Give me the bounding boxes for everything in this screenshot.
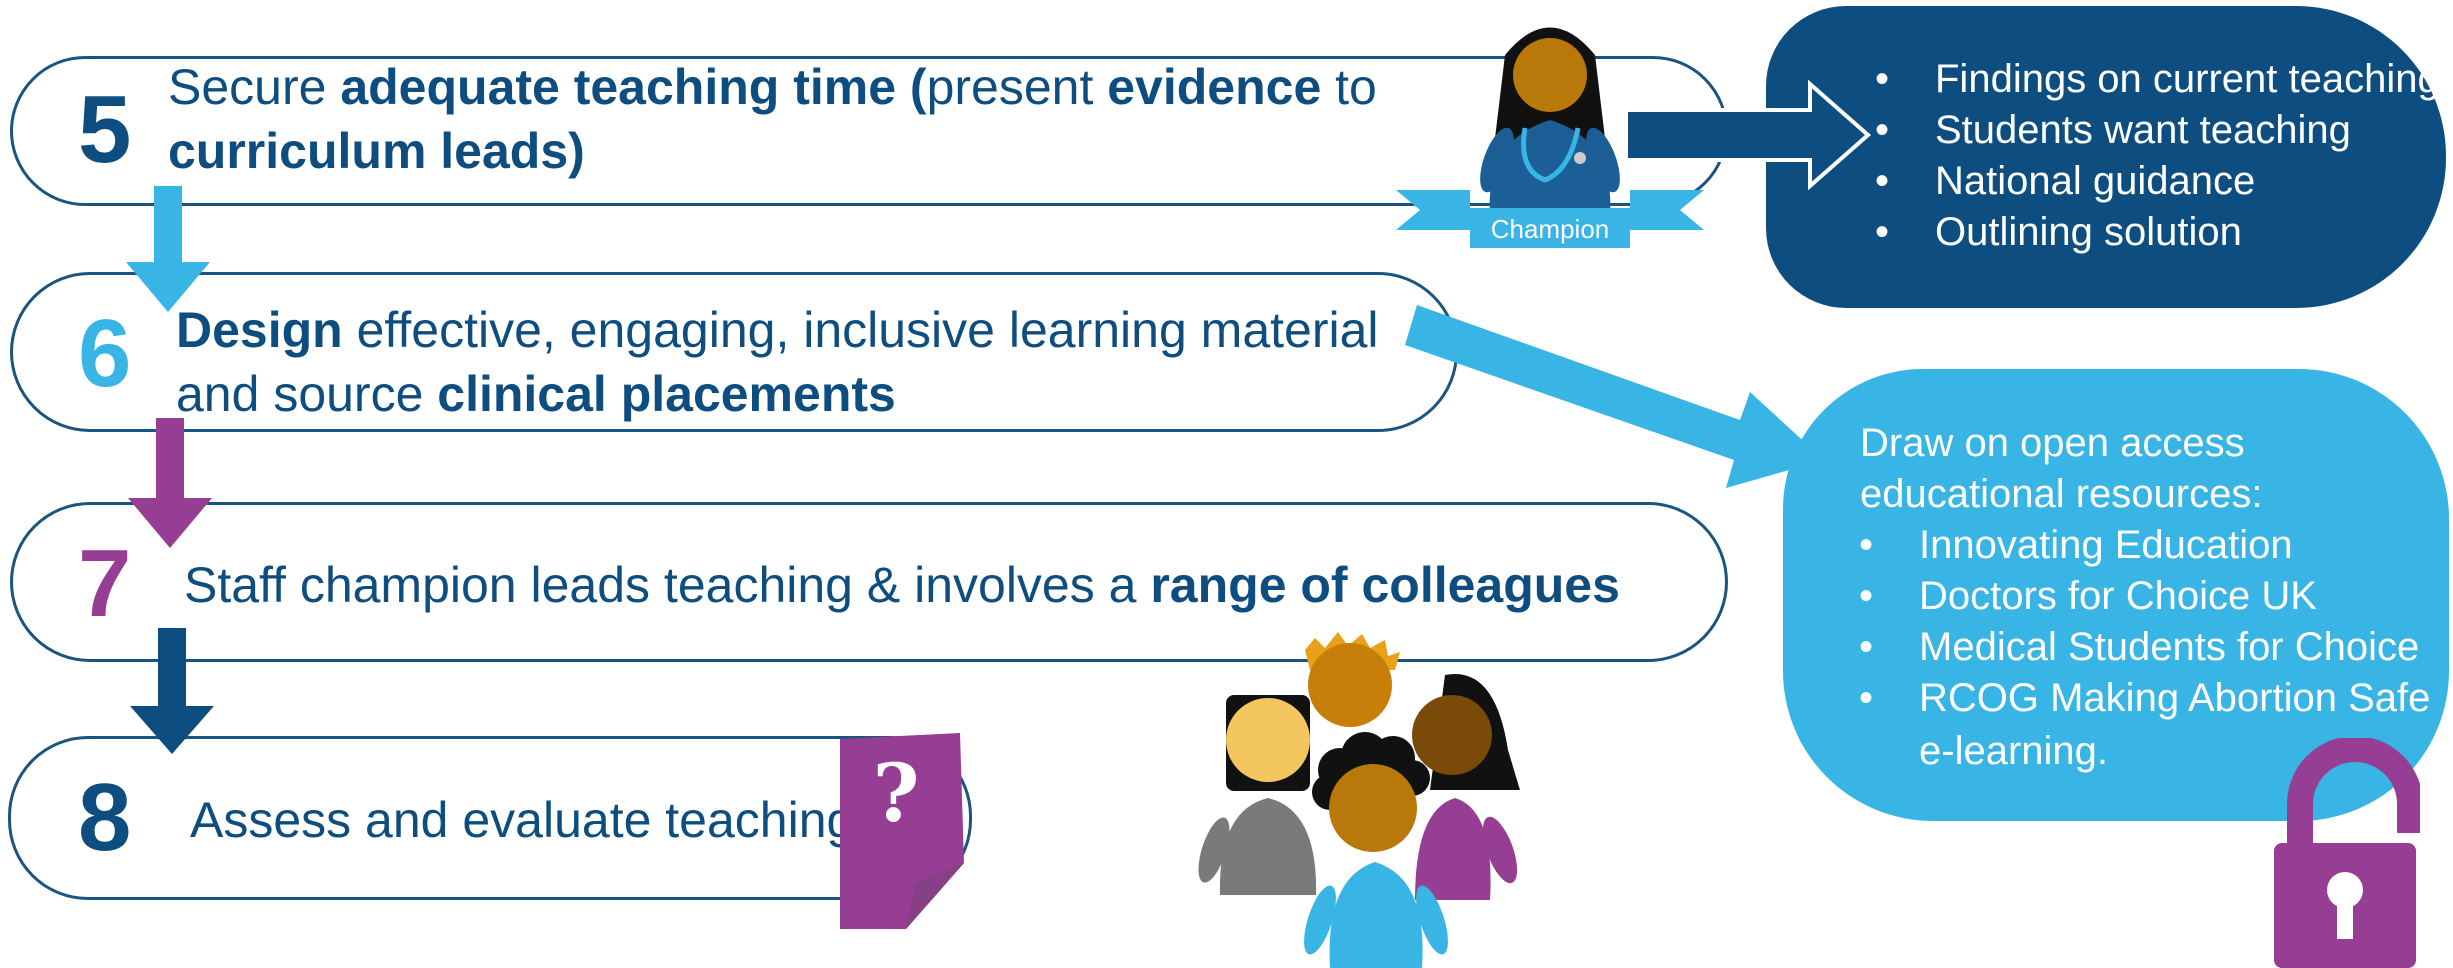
arrow-down-6-7 xyxy=(128,418,212,548)
step-5-text-bold: adequate teaching time ( xyxy=(340,59,927,115)
step-5-number: 5 xyxy=(78,76,132,183)
evidence-item: Findings on current teaching xyxy=(1875,54,2440,105)
evidence-list: Findings on current teaching Students wa… xyxy=(1875,54,2440,258)
resource-item: Medical Students for Choice xyxy=(1859,622,2430,673)
step-7-box xyxy=(10,502,1728,662)
step-8-number: 8 xyxy=(78,764,132,871)
resource-item-continuation: e-learning. xyxy=(1919,729,2109,773)
step-7-number: 7 xyxy=(78,530,132,637)
arrow-down-5-6 xyxy=(126,186,210,312)
resource-item: Innovating Education xyxy=(1859,520,2430,571)
step-6-text-bold: Design xyxy=(176,302,343,358)
open-padlock-icon xyxy=(2274,738,2420,968)
evidence-item: Outlining solution xyxy=(1875,207,2440,258)
step-5-text: Secure adequate teaching time (present e… xyxy=(168,55,1468,183)
evidence-item: Students want teaching xyxy=(1875,105,2440,156)
step-8-text: Assess and evaluate teaching xyxy=(190,788,990,852)
arrow-down-7-8 xyxy=(130,628,214,754)
step-6-number: 6 xyxy=(78,300,132,407)
step-5-box xyxy=(10,56,1728,206)
resources-intro-line: educational resources: xyxy=(1860,472,2263,516)
resources-list: Innovating Education Doctors for Choice … xyxy=(1859,520,2430,724)
step-6-text-part: effective, engaging, inclusive learning … xyxy=(342,302,1379,358)
evidence-item: National guidance xyxy=(1875,156,2440,207)
resources-intro: Draw on open access educational resource… xyxy=(1860,418,2262,520)
champion-label: Champion xyxy=(1490,214,1610,244)
people-group-icon xyxy=(1198,632,1520,968)
step-6-text-part: and source xyxy=(176,366,438,422)
arrow-right-to-evidence xyxy=(1624,80,1872,190)
step-5-text-part: present xyxy=(926,59,1108,115)
champion-figure-icon xyxy=(1396,27,1704,248)
resource-item: Doctors for Choice UK xyxy=(1859,571,2430,622)
step-7-text-bold: range of colleagues xyxy=(1150,557,1620,613)
step-5-text-bold: evidence xyxy=(1107,59,1322,115)
step-5-text-part: to xyxy=(1321,59,1377,115)
question-mark: ? xyxy=(872,746,920,840)
step-7-text-part: Staff champion leads teaching & involves… xyxy=(184,557,1151,613)
step-6-text: Design effective, engaging, inclusive le… xyxy=(176,298,1446,426)
step-8-box xyxy=(8,736,972,900)
step-6-box xyxy=(10,272,1458,432)
arrow-diagonal-to-resources xyxy=(1405,305,1824,488)
resource-item: RCOG Making Abortion Safe xyxy=(1859,673,2430,724)
question-document-icon xyxy=(840,733,964,929)
step-5-text-bold: curriculum leads) xyxy=(168,123,585,179)
step-8-text-part: Assess and evaluate teaching xyxy=(190,792,855,848)
step-5-text-part: Secure xyxy=(168,59,341,115)
step-6-text-bold: clinical placements xyxy=(437,366,896,422)
resources-intro-line: Draw on open access xyxy=(1860,421,2245,465)
step-7-text: Staff champion leads teaching & involves… xyxy=(184,553,1684,617)
